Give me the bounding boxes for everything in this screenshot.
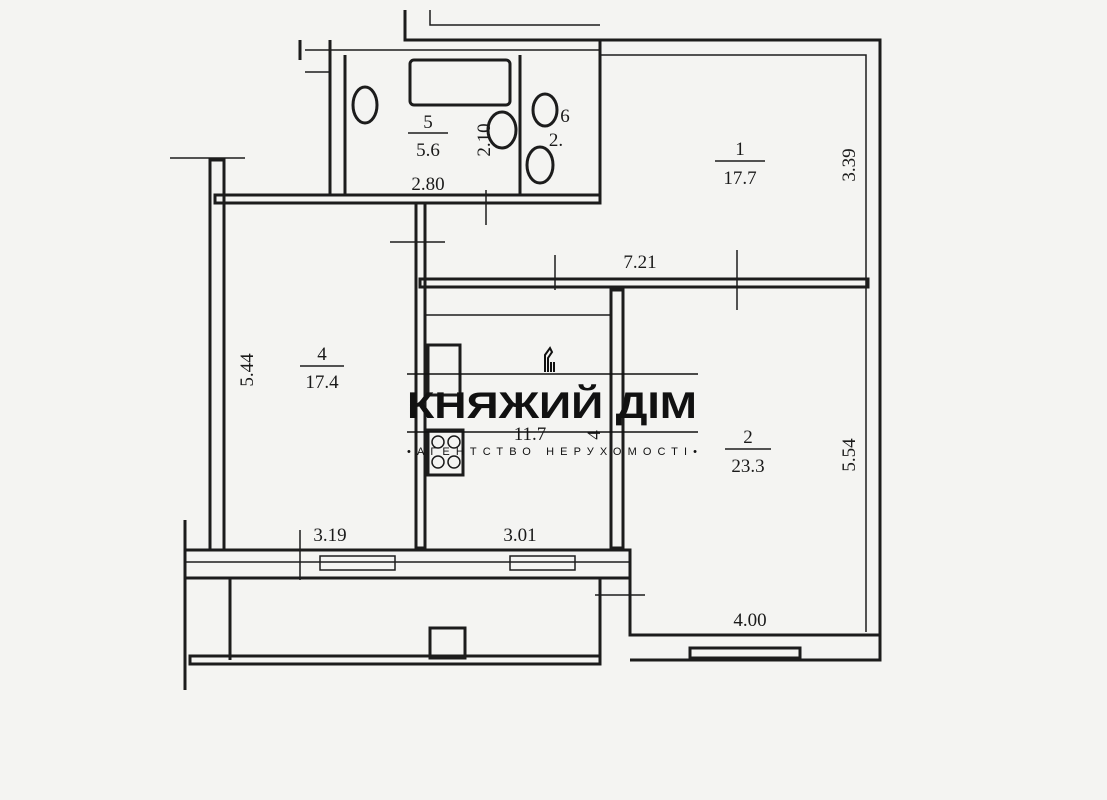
dimension-label: 2.10 <box>474 123 495 156</box>
svg-text:23.3: 23.3 <box>731 456 764 477</box>
room-6-area: 2. <box>549 130 563 151</box>
svg-text:КНЯЖИЙ ДІМ: КНЯЖИЙ ДІМ <box>407 384 697 426</box>
dimension-label: 2.80 <box>411 174 444 195</box>
svg-text:17.7: 17.7 <box>723 168 756 189</box>
room-3-area: 11.7 <box>514 424 547 445</box>
sink-icon <box>525 145 555 185</box>
dimension-label: 4 <box>584 430 605 440</box>
toilet-icon <box>351 85 379 125</box>
dimension-label: 7.21 <box>623 252 656 273</box>
svg-text:•АГЕНТСТВО НЕРУХОМОСТІ•: •АГЕНТСТВО НЕРУХОМОСТІ• <box>407 446 697 458</box>
dimension-label: 4.00 <box>733 610 766 631</box>
svg-text:17.4: 17.4 <box>305 372 339 393</box>
kitchen-sink-icon <box>426 343 462 397</box>
toilet-icon <box>531 92 559 128</box>
svg-text:1: 1 <box>735 139 745 160</box>
dimension-label: 3.01 <box>503 525 536 546</box>
room-5-label: 5 5.6 <box>408 112 448 161</box>
agency-watermark-logo: КНЯЖИЙ ДІМ •АГЕНТСТВО НЕРУХОМОСТІ• <box>407 346 698 458</box>
room-6-number: 6 <box>560 106 570 127</box>
dimension-label: 5.54 <box>839 438 860 472</box>
bathtub-icon <box>408 58 512 107</box>
svg-text:4: 4 <box>317 344 327 365</box>
walls <box>170 10 882 690</box>
room-2-label: 2 23.3 <box>725 427 771 477</box>
sink-icon <box>486 110 518 150</box>
dimension-label: 3.19 <box>313 525 346 546</box>
room-4-label: 4 17.4 <box>300 344 344 393</box>
svg-text:5: 5 <box>423 112 433 133</box>
room-1-label: 1 17.7 <box>715 139 765 189</box>
dimension-label: 3.39 <box>839 148 860 181</box>
stove-icon <box>426 428 465 477</box>
svg-text:5.6: 5.6 <box>416 140 440 161</box>
dimension-label: 5.44 <box>237 353 258 387</box>
svg-text:2: 2 <box>743 427 753 448</box>
